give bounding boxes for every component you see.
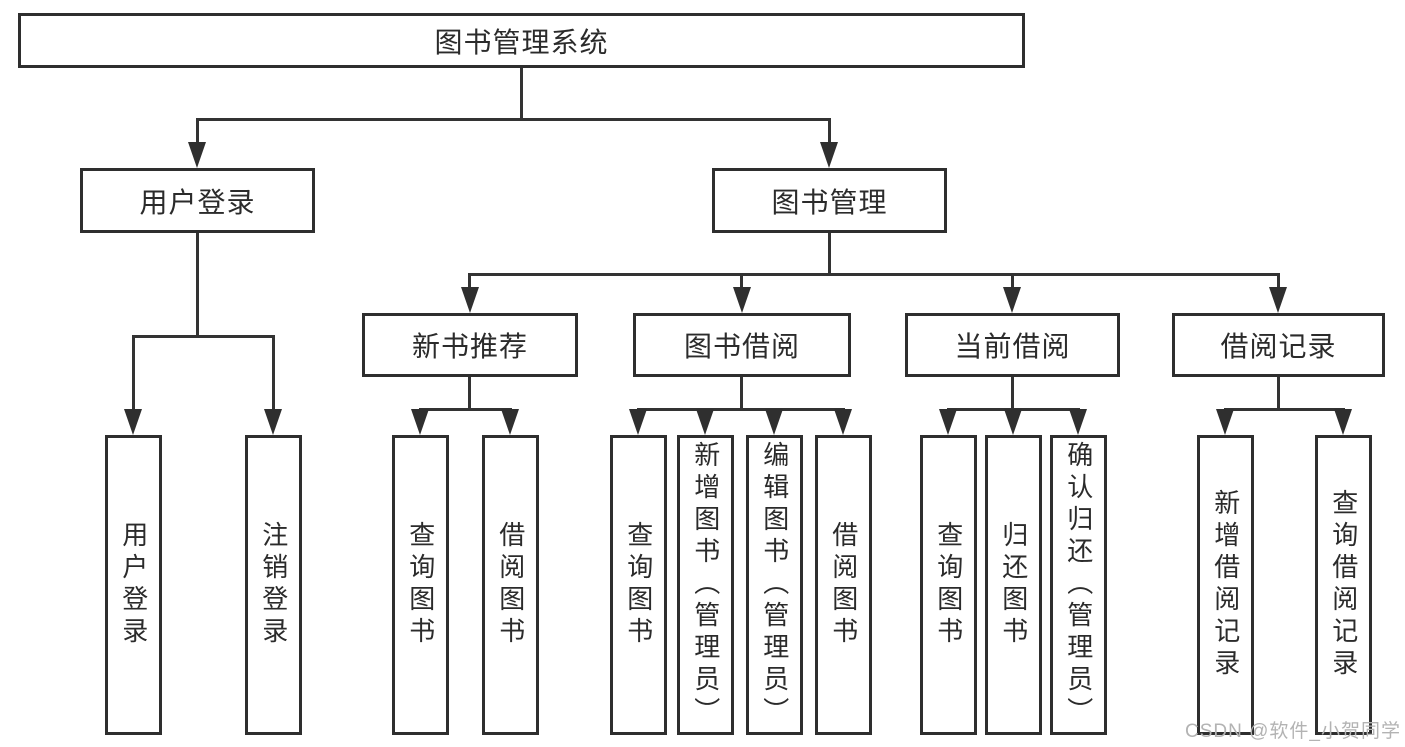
leaf-borrow-books: 借阅图书 <box>815 435 872 735</box>
connector-to-module <box>740 273 743 289</box>
node-current-borrowing: 当前借阅 <box>905 313 1120 377</box>
arrowhead-down-icon <box>411 409 429 435</box>
arrowhead-down-icon <box>834 409 852 435</box>
leaf-add-book-admin: 新增图书（管理员） <box>677 435 734 735</box>
node-label: 图书借阅 <box>683 331 800 362</box>
node-library-management-system: 图书管理系统 <box>18 13 1025 68</box>
connector-to-module <box>1011 273 1014 289</box>
leaf-label: 借阅图书 <box>495 521 526 649</box>
arrowhead-down-icon <box>1069 409 1087 435</box>
arrowhead-down-icon <box>461 287 479 313</box>
node-label: 借阅记录 <box>1220 331 1337 362</box>
leaf-label: 查询借阅记录 <box>1328 489 1359 681</box>
arrowhead-down-icon <box>1004 409 1022 435</box>
connector-user-login-branch <box>132 335 275 338</box>
leaf-confirm-return-admin: 确认归还（管理员） <box>1050 435 1107 735</box>
leaf-label: 编辑图书（管理员） <box>759 441 790 729</box>
arrowhead-down-icon <box>765 409 783 435</box>
leaf-return-books: 归还图书 <box>985 435 1042 735</box>
node-label: 当前借阅 <box>954 331 1071 362</box>
connector-root-stem <box>520 68 523 120</box>
leaf-query-books-recommend: 查询图书 <box>392 435 449 735</box>
connector-module-branch <box>419 408 512 411</box>
arrowhead-down-icon <box>124 409 142 435</box>
leaf-label: 新增借阅记录 <box>1210 489 1241 681</box>
connector-module-stem <box>1011 377 1014 408</box>
leaf-label: 确认归还（管理员） <box>1063 441 1094 729</box>
leaf-query-books-current: 查询图书 <box>920 435 977 735</box>
arrowhead-down-icon <box>188 142 206 168</box>
leaf-borrow-books-recommend: 借阅图书 <box>482 435 539 735</box>
connector-to-module <box>468 273 471 289</box>
connector-module-branch <box>637 408 845 411</box>
arrowhead-down-icon <box>696 409 714 435</box>
connector-module-stem <box>1277 377 1280 408</box>
node-book-borrowing: 图书借阅 <box>633 313 851 377</box>
node-label: 新书推荐 <box>411 331 528 362</box>
node-new-book-recommendation: 新书推荐 <box>362 313 578 377</box>
leaf-label: 查询图书 <box>405 521 436 649</box>
leaf-label: 用户登录 <box>118 521 149 649</box>
arrowhead-down-icon <box>1269 287 1287 313</box>
leaf-label: 查询图书 <box>623 521 654 649</box>
leaf-logout: 注销登录 <box>245 435 302 735</box>
connector-to-leaf <box>132 335 135 410</box>
arrowhead-down-icon <box>733 287 751 313</box>
leaf-label: 归还图书 <box>998 521 1029 649</box>
connector-to-leaf <box>272 335 275 410</box>
leaf-query-borrow-record: 查询借阅记录 <box>1315 435 1372 735</box>
connector-module-stem <box>740 377 743 408</box>
arrowhead-down-icon <box>501 409 519 435</box>
leaf-label: 注销登录 <box>258 521 289 649</box>
arrowhead-down-icon <box>629 409 647 435</box>
leaf-label: 查询图书 <box>933 521 964 649</box>
arrowhead-down-icon <box>939 409 957 435</box>
connector-book-mgmt-branch <box>468 273 1280 276</box>
leaf-label: 新增图书（管理员） <box>690 441 721 729</box>
connector-user-login-stem <box>196 233 199 335</box>
connector-to-book-management <box>828 118 831 144</box>
arrowhead-down-icon <box>1003 287 1021 313</box>
connector-module-branch <box>1224 408 1345 411</box>
node-label: 用户登录 <box>139 186 256 218</box>
arrowhead-down-icon <box>264 409 282 435</box>
node-user-login: 用户登录 <box>80 168 315 233</box>
csdn-watermark: CSDN @软件_小贺同学 <box>1185 721 1401 742</box>
connector-book-mgmt-stem <box>828 233 831 273</box>
leaf-query-books-borrowing: 查询图书 <box>610 435 667 735</box>
arrowhead-down-icon <box>1334 409 1352 435</box>
leaf-edit-book-admin: 编辑图书（管理员） <box>746 435 803 735</box>
node-label: 图书管理 <box>771 186 888 218</box>
arrowhead-down-icon <box>1216 409 1234 435</box>
leaf-add-borrow-record: 新增借阅记录 <box>1197 435 1254 735</box>
leaf-label: 借阅图书 <box>828 521 859 649</box>
node-borrowing-records: 借阅记录 <box>1172 313 1385 377</box>
connector-to-user-login <box>196 118 199 144</box>
connector-root-branch <box>196 118 831 121</box>
node-book-management: 图书管理 <box>712 168 947 233</box>
connector-to-module <box>1277 273 1280 289</box>
leaf-user-login: 用户登录 <box>105 435 162 735</box>
connector-module-stem <box>468 377 471 408</box>
node-label: 图书管理系统 <box>434 26 609 58</box>
arrowhead-down-icon <box>820 142 838 168</box>
